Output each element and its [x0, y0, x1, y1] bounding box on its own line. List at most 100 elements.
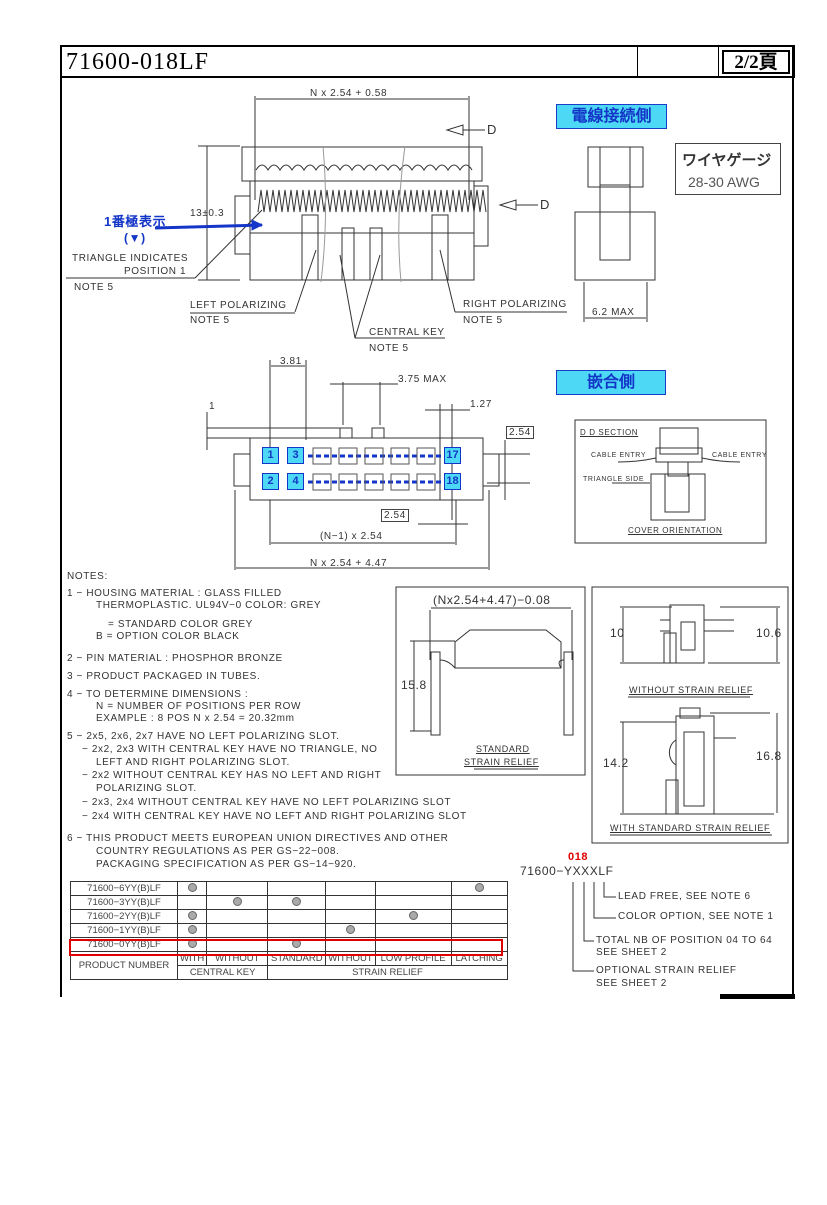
mating-side-label: 嵌合側	[556, 370, 666, 395]
mark-cell	[267, 895, 327, 910]
sheet-number: 2/2頁	[722, 50, 790, 74]
product-number-cell: 71600−1YY(B)LF	[70, 923, 178, 938]
with-strain-relief-label: WITH STANDARD STRAIN RELIEF	[610, 823, 771, 833]
note-line: COUNTRY REGULATIONS AS PER GS−22−008.	[96, 846, 340, 857]
dot-icon	[187, 882, 197, 892]
divider	[637, 45, 638, 78]
note-line: 3 − PRODUCT PACKAGED IN TUBES.	[67, 671, 261, 682]
mark-cell	[325, 881, 376, 896]
cover-orientation-label: COVER ORIENTATION	[628, 526, 723, 535]
cable-entry-label: CABLE ENTRY	[712, 452, 768, 459]
mark-cell	[374, 909, 452, 924]
note-ref: NOTE 5	[463, 315, 503, 326]
triangle-side-label: TRIANGLE SIDE	[583, 476, 645, 483]
note-line: 5 − 2x5, 2x6, 2x7 HAVE NO LEFT POLARIZIN…	[67, 731, 340, 742]
mark-cell	[450, 895, 508, 910]
pin-label: 4	[287, 473, 304, 490]
dot-icon	[232, 896, 242, 906]
mark-cell	[176, 881, 208, 896]
note-line: 4 − TO DETERMINE DIMENSIONS :	[67, 689, 249, 700]
std-height-dim: 15.8	[401, 678, 427, 692]
note-ref: NOTE 5	[369, 343, 409, 354]
mark-cell	[206, 881, 269, 896]
mark-cell	[450, 923, 508, 938]
dim-total: N x 2.54 + 4.47	[310, 558, 388, 569]
note-line: 6 − THIS PRODUCT MEETS EUROPEAN UNION DI…	[67, 833, 449, 844]
mark-cell	[267, 923, 327, 938]
with-height-dim: 16.8	[756, 749, 782, 763]
note-ref: NOTE 5	[74, 282, 114, 293]
note-line: − 2x4 WITH CENTRAL KEY HAVE NO LEFT AND …	[82, 811, 467, 822]
note-ref: NOTE 5	[190, 315, 230, 326]
mark-cell	[325, 923, 376, 938]
note-line: THERMOPLASTIC. UL94V−0 COLOR: GREY	[96, 600, 322, 611]
divider	[718, 45, 719, 78]
dot-icon	[187, 924, 197, 934]
group-header-central-key: CENTRAL KEY	[176, 965, 269, 980]
dim-width: N x 2.54 + 0.58	[310, 88, 388, 99]
mark-cell	[206, 909, 269, 924]
note-line: − 2x2 WITHOUT CENTRAL KEY HAS NO LEFT AN…	[82, 770, 382, 781]
mark-cell	[374, 895, 452, 910]
table-row: 71600−3YY(B)LF	[70, 895, 508, 910]
part-number-title: 71600-018LF	[66, 49, 209, 75]
std-width-dim: (Nx2.54+4.47)−0.08	[433, 593, 551, 607]
dot-icon	[474, 882, 484, 892]
note-line: EXAMPLE : 8 POS N x 2.54 = 20.32mm	[96, 713, 295, 724]
note-line: − 2x2, 2x3 WITH CENTRAL KEY HAVE NO TRIA…	[82, 744, 378, 755]
without-strain-relief-label: WITHOUT STRAIN RELIEF	[629, 685, 753, 695]
pin-label: 2	[262, 473, 279, 490]
note-line: 2 − PIN MATERIAL : PHOSPHOR BRONZE	[67, 653, 283, 664]
without-height-dim: 10	[610, 626, 625, 640]
part-code-leaders	[572, 882, 616, 972]
dd-section-title: D D SECTION	[580, 428, 639, 437]
mating-view-drawing	[206, 360, 530, 570]
pin-label: 17	[444, 447, 461, 464]
dim-375: 3.75 MAX	[398, 374, 447, 385]
dim-254-pitch: 2.54	[381, 509, 409, 522]
mark-cell	[176, 909, 208, 924]
triangle-note: TRIANGLE INDICATES	[72, 253, 189, 264]
standard-strain-relief-drawing	[395, 586, 586, 776]
product-number-cell: 71600−3YY(B)LF	[70, 895, 178, 910]
dot-icon	[292, 896, 302, 906]
dot-icon	[408, 910, 418, 920]
mark-cell	[374, 881, 452, 896]
dim-381: 3.81	[280, 356, 302, 367]
mark-cell	[325, 895, 376, 910]
table-row: 71600−1YY(B)LF	[70, 923, 508, 938]
dim-n-minus-1: (N−1) x 2.54	[320, 531, 383, 542]
note-line: N = NUMBER OF POSITIONS PER ROW	[96, 701, 302, 712]
strain-relief-variants-drawing	[591, 586, 789, 844]
code-legend: COLOR OPTION, SEE NOTE 1	[618, 911, 774, 922]
left-polarizing-label: LEFT POLARIZING	[190, 300, 287, 311]
group-header-strain-relief: STRAIN RELIEF	[267, 965, 508, 980]
dot-icon	[345, 924, 355, 934]
dd-section-drawing	[574, 419, 767, 544]
cable-entry-label: CABLE ENTRY	[591, 452, 647, 459]
dim-1: 1	[209, 401, 216, 412]
section-marker: D	[487, 122, 497, 137]
pin1-symbol: (▼)	[124, 231, 146, 245]
table-row: 71600−6YY(B)LF	[70, 881, 508, 896]
dim-height: 13±0.3	[190, 208, 225, 219]
note-line: = STANDARD COLOR GREY	[108, 619, 253, 630]
mark-cell	[267, 881, 327, 896]
product-number-cell: 71600−6YY(B)LF	[70, 881, 178, 896]
cable-side-label: 電線接続側	[556, 104, 667, 129]
code-legend: OPTIONAL STRAIN RELIEF	[596, 965, 737, 976]
table-row: 71600−2YY(B)LF	[70, 909, 508, 924]
without-height-dim: 10.6	[756, 626, 782, 640]
central-key-label: CENTRAL KEY	[369, 327, 445, 338]
code-legend: SEE SHEET 2	[596, 947, 667, 958]
with-height-dim: 14.2	[603, 756, 629, 770]
section-marker: D	[540, 197, 550, 212]
front-view-drawing	[66, 96, 656, 339]
mark-cell	[325, 909, 376, 924]
note-line: 1 − HOUSING MATERIAL : GLASS FILLED	[67, 588, 282, 599]
title-bar	[60, 45, 795, 78]
pin-label: 18	[444, 473, 461, 490]
code-legend: LEAD FREE, SEE NOTE 6	[618, 891, 751, 902]
